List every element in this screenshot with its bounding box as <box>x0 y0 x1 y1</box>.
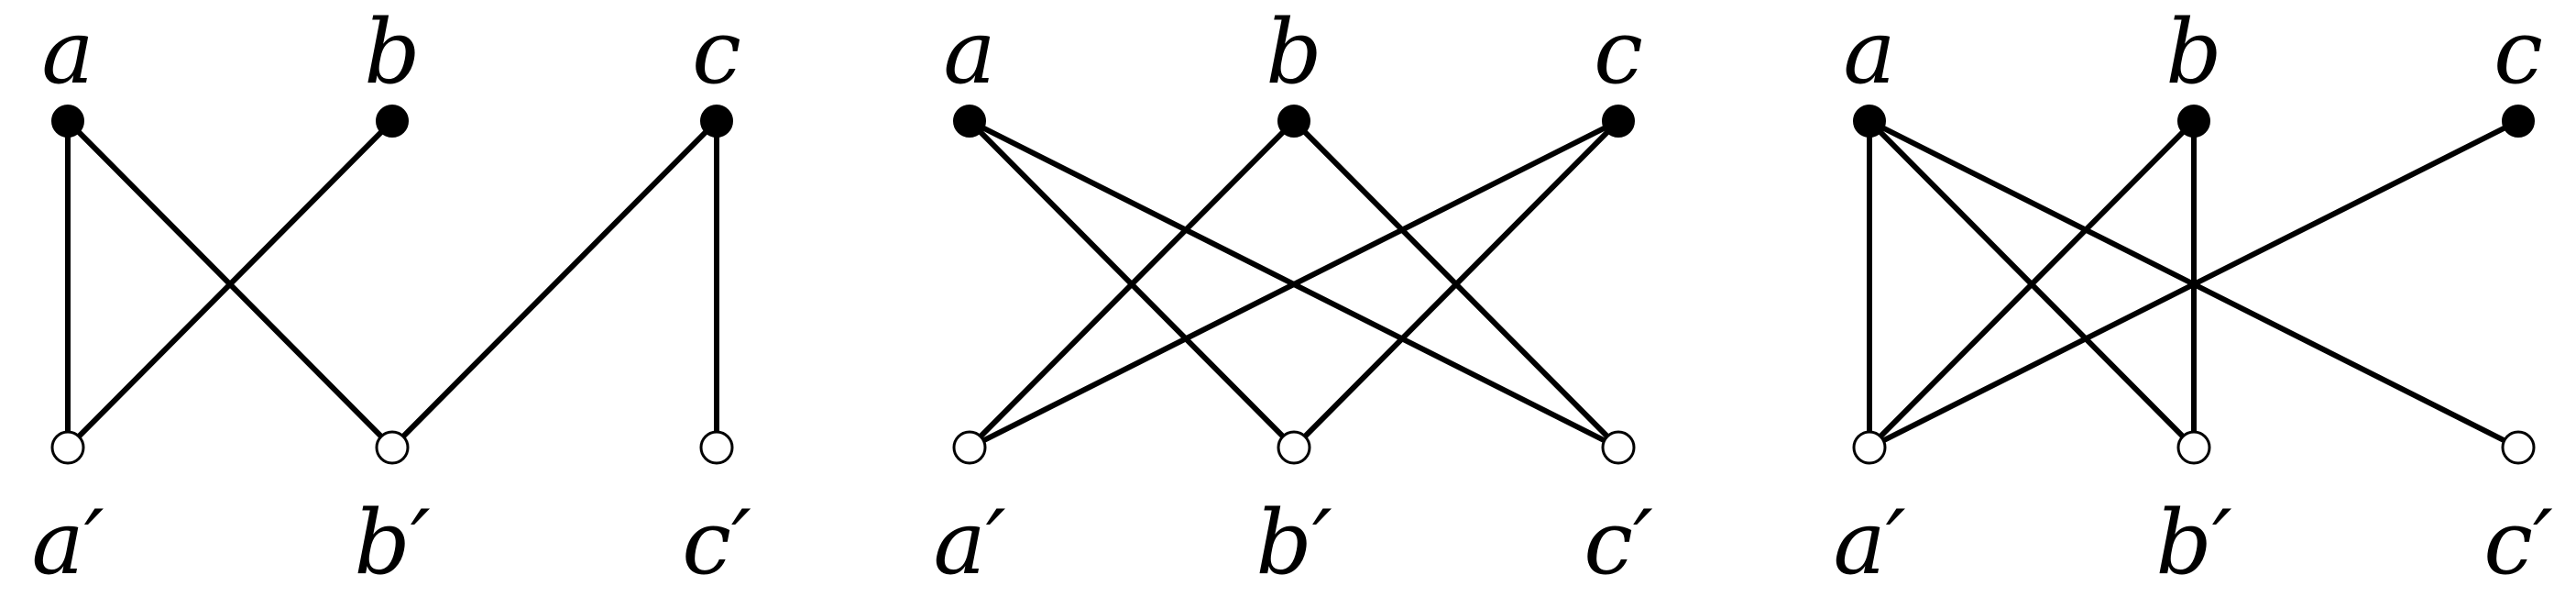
bottom-node-label: b′ <box>354 492 430 594</box>
top-node-b <box>1277 105 1310 138</box>
top-node-b <box>376 105 409 138</box>
top-node-label: c <box>1594 1 1643 104</box>
top-node-label: b <box>364 1 420 104</box>
edge-b-a-prime <box>1867 118 2197 450</box>
bottom-node-label: a′ <box>1833 492 1905 594</box>
top-node-c <box>700 105 733 138</box>
top-node-a <box>51 105 84 138</box>
bottom-node-label: c′ <box>2483 492 2553 594</box>
edge-c-b-prime <box>389 118 719 450</box>
edge-c-a-prime <box>1867 118 2521 450</box>
bottom-node-label: a′ <box>933 492 1005 594</box>
bottom-node-label: a′ <box>31 492 104 594</box>
bottom-node-c-prime <box>699 430 734 465</box>
top-node-label: b <box>2165 1 2221 104</box>
top-node-c <box>2502 105 2535 138</box>
top-node-label: a <box>943 1 995 104</box>
top-node-c <box>1602 105 1635 138</box>
bottom-node-a-prime <box>50 430 85 465</box>
top-node-label: b <box>1266 1 1321 104</box>
bottom-node-label: b′ <box>2155 492 2231 594</box>
edge-b-a-prime <box>967 118 1297 450</box>
bottom-node-label: c′ <box>1584 492 1653 594</box>
top-node-label: a <box>41 1 93 104</box>
bottom-node-b-prime <box>1277 430 1311 465</box>
bottom-node-a-prime <box>1852 430 1887 465</box>
top-node-label: c <box>2494 1 2543 104</box>
graph-1: a b c a′ b′ c′ <box>31 1 751 594</box>
top-node-label: a <box>1843 1 1895 104</box>
edge-c-a-prime <box>967 118 1621 450</box>
bottom-node-b-prime <box>2176 430 2211 465</box>
bottom-node-b-prime <box>375 430 410 465</box>
bottom-node-a-prime <box>952 430 987 465</box>
bottom-node-label: c′ <box>682 492 751 594</box>
top-node-a <box>953 105 986 138</box>
graph-2: a b c a′ b′ c′ <box>933 1 1653 594</box>
edge-c-b-prime <box>1291 118 1621 450</box>
bottom-node-c-prime <box>2501 430 2536 465</box>
graph-3: a b c a′ b′ c′ <box>1833 1 2553 594</box>
bottom-node-label: b′ <box>1255 492 1332 594</box>
top-node-label: c <box>692 1 741 104</box>
edge-b-a-prime <box>65 118 395 450</box>
top-node-b <box>2177 105 2210 138</box>
bottom-node-c-prime <box>1601 430 1636 465</box>
top-node-a <box>1853 105 1886 138</box>
